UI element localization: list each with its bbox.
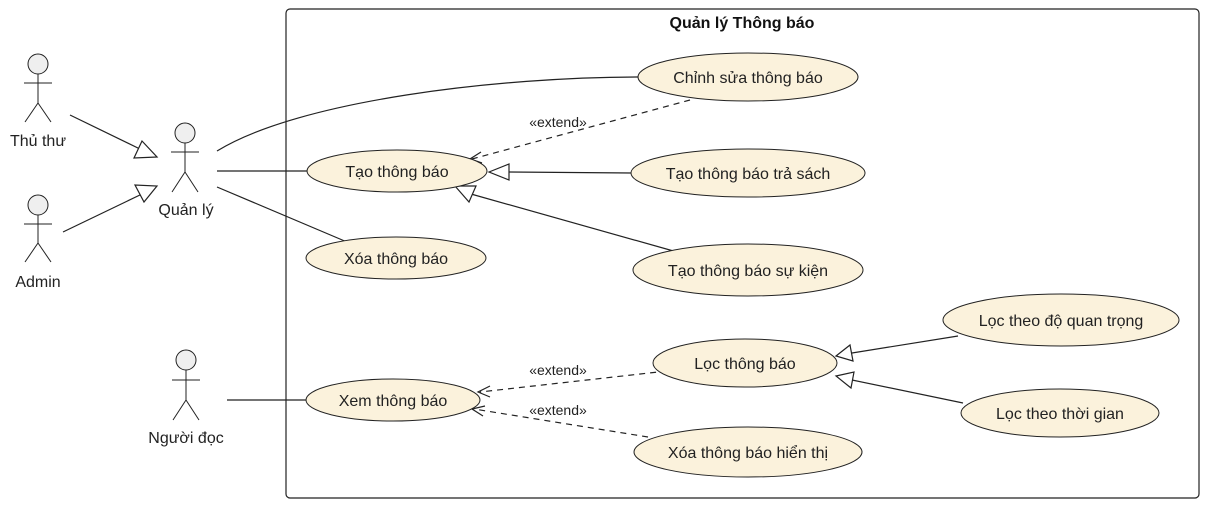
use-case-label: Chỉnh sửa thông báo <box>673 70 823 87</box>
use-case-xoa[interactable]: Xóa thông báo <box>305 236 487 280</box>
generalization-tra-sach-tao <box>508 171 633 174</box>
stick-figure-icon <box>24 194 52 263</box>
generalization-quan-trong-loc <box>851 335 959 354</box>
extend-label: «extend» <box>529 402 587 418</box>
extend-xoa-hien-thi-xem <box>473 408 649 438</box>
use-case-label: Xóa thông báo <box>344 251 448 268</box>
association-quan-ly-chinh-sua <box>216 76 641 152</box>
generalization-su-kien-tao <box>470 193 678 253</box>
generalization-thoi-gian-loc <box>851 379 964 404</box>
stick-figure-icon <box>171 122 199 193</box>
actor-label: Thủ thư <box>10 133 66 150</box>
use-case-tao[interactable]: Tạo thông báo <box>306 149 488 193</box>
use-case-label: Tạo thông báo <box>345 164 448 181</box>
use-case-label: Lọc theo thời gian <box>996 406 1124 423</box>
generalization-arrowhead <box>133 139 159 159</box>
actor-nguoi-doc[interactable]: Người đọc <box>148 349 224 447</box>
use-case-xoa-hien-thi[interactable]: Xóa thông báo hiển thị <box>633 426 863 478</box>
extend-arrowhead <box>476 385 491 398</box>
generalization-arrowhead <box>453 185 477 204</box>
stick-figure-icon <box>24 53 52 123</box>
actor-label: Quản lý <box>158 202 213 219</box>
use-case-label: Lọc theo độ quan trọng <box>979 313 1144 330</box>
generalization-thu-thu-quan-ly <box>69 114 143 151</box>
use-case-label: Tạo thông báo trả sách <box>666 166 831 183</box>
use-case-label: Xem thông báo <box>339 393 448 410</box>
use-case-loc-quan-trong[interactable]: Lọc theo độ quan trọng <box>942 293 1180 347</box>
use-case-xem[interactable]: Xem thông báo <box>305 378 481 422</box>
use-case-loc[interactable]: Lọc thông báo <box>652 338 838 388</box>
stick-figure-icon <box>172 349 200 421</box>
generalization-arrowhead <box>487 163 510 181</box>
generalization-arrowhead <box>834 343 854 362</box>
generalization-arrowhead <box>834 371 855 390</box>
extend-label: «extend» <box>529 114 587 130</box>
actor-label: Admin <box>15 274 60 291</box>
use-case-loc-thoi-gian[interactable]: Lọc theo thời gian <box>960 388 1160 438</box>
generalization-arrowhead <box>133 184 159 204</box>
association-quan-ly-xoa <box>216 186 348 243</box>
actor-admin[interactable]: Admin <box>15 194 61 291</box>
generalization-admin-quan-ly <box>62 193 143 233</box>
actor-thu-thu[interactable]: Thủ thư <box>10 53 66 150</box>
use-case-chinh-sua[interactable]: Chỉnh sửa thông báo <box>637 52 859 102</box>
actor-quan-ly[interactable]: Quản lý <box>158 122 214 219</box>
use-case-tao-tra-sach[interactable]: Tạo thông báo trả sách <box>630 148 866 198</box>
use-case-label: Xóa thông báo hiển thị <box>668 444 828 462</box>
extend-chinh-sua-tao <box>471 99 691 160</box>
use-case-tao-su-kien[interactable]: Tạo thông báo sự kiện <box>632 243 864 297</box>
use-case-label: Lọc thông báo <box>694 356 796 373</box>
actor-label: Người đọc <box>148 430 223 447</box>
system-title: Quản lý Thông báo <box>670 15 815 32</box>
extend-loc-xem <box>479 370 668 393</box>
use-case-label: Tạo thông báo sự kiện <box>668 263 828 280</box>
extend-label: «extend» <box>529 362 587 378</box>
